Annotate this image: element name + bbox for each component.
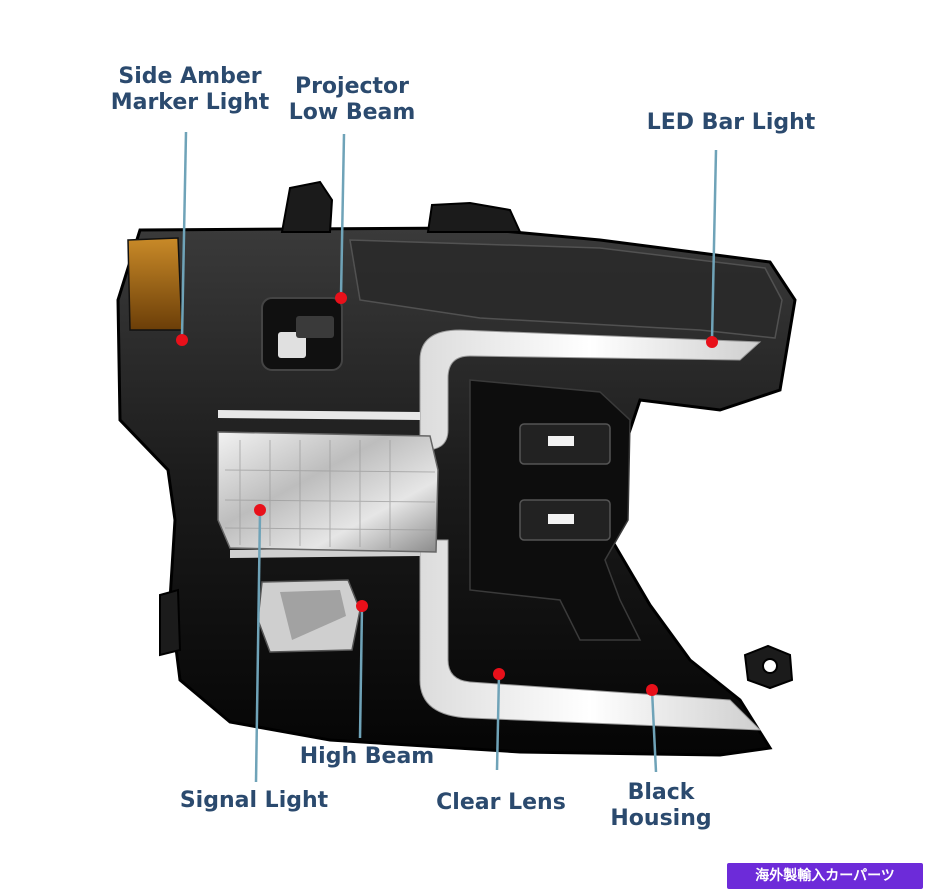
amber-marker — [127, 237, 183, 331]
led-bar-lower — [419, 539, 762, 731]
led-bar-c-shape — [419, 329, 762, 451]
label-projector-line2: Low Beam — [288, 100, 416, 125]
dot-signal — [254, 504, 266, 516]
label-clear-lens: Clear Lens — [436, 790, 566, 815]
mount-tab-left — [280, 180, 334, 233]
led-bar-side-strip — [218, 410, 420, 420]
mount-tab-lower-left — [159, 588, 182, 657]
label-black-housing-line2: Housing — [610, 806, 712, 831]
dot-led-bar — [706, 336, 718, 348]
signal-lens — [217, 431, 439, 553]
label-side-amber-line2: Marker Light — [110, 90, 270, 115]
marker-dots — [176, 292, 718, 696]
label-signal-light: Signal Light — [179, 788, 329, 813]
dot-clear-lens — [493, 668, 505, 680]
label-side-amber-line1: Side Amber — [118, 64, 262, 89]
mount-tab-center — [426, 201, 522, 233]
shop-badge: 海外製輸入カーパーツ — [727, 863, 923, 889]
dot-projector — [335, 292, 347, 304]
label-led-bar-light: LED Bar Light — [646, 110, 816, 135]
label-side-amber-marker: Side Amber Marker Light — [104, 64, 276, 116]
dot-high-beam — [356, 600, 368, 612]
dot-side-amber — [176, 334, 188, 346]
leader-lines — [180, 131, 718, 783]
label-projector-line1: Projector — [294, 74, 410, 99]
upper-lens-strip — [349, 239, 783, 339]
dot-black-housing — [646, 684, 658, 696]
label-black-housing: Black Housing — [606, 780, 716, 832]
label-high-beam: High Beam — [299, 744, 435, 769]
label-black-housing-line1: Black — [627, 780, 695, 805]
label-projector-low-beam: Projector Low Beam — [282, 74, 422, 126]
